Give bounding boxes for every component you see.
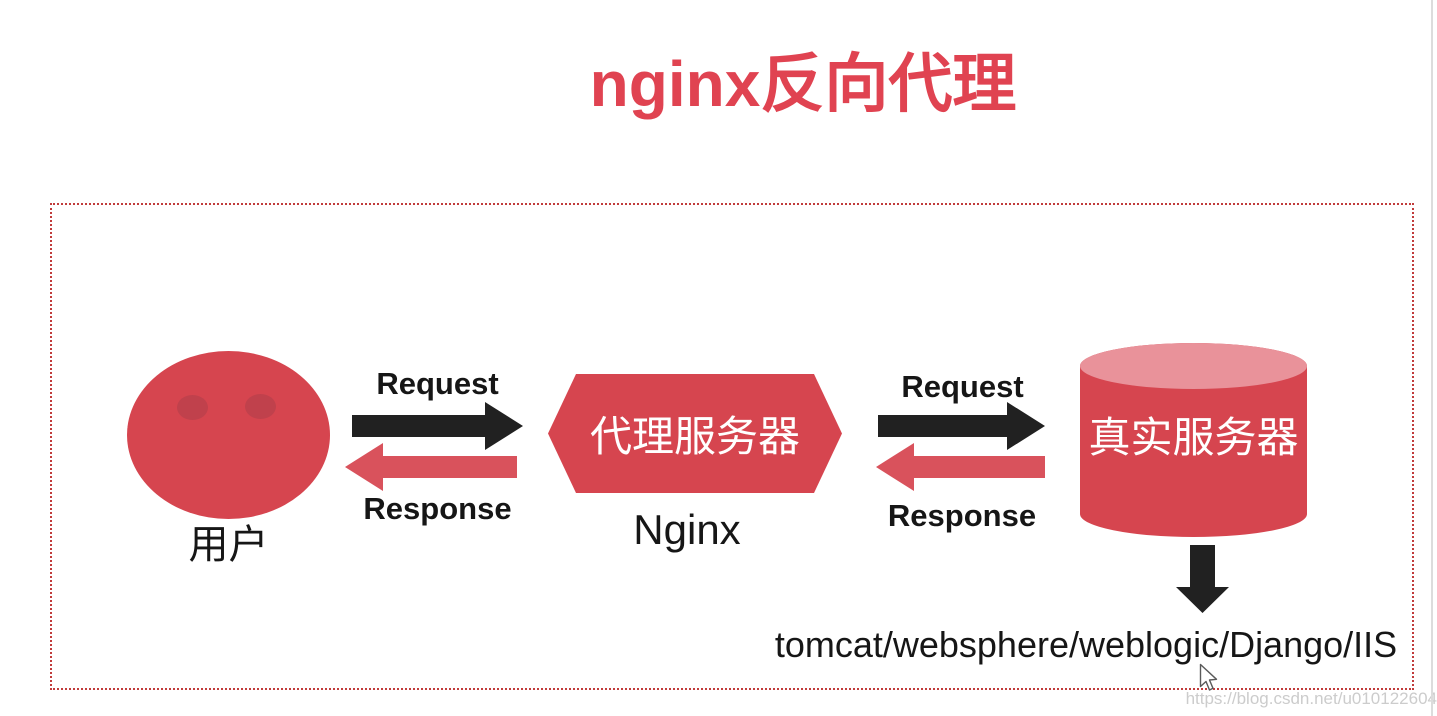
proxy-request-arrow-icon [878, 402, 1045, 450]
page-title: nginx反向代理 [589, 48, 1017, 120]
proxy-request-label: Request [901, 369, 1024, 404]
client-response-arrow-icon [345, 443, 517, 491]
client-response-label: Response [363, 491, 512, 526]
watermark-url: https://blog.csdn.net/u010122604 [1185, 689, 1437, 708]
proxy-response-arrow-icon [876, 443, 1045, 491]
client-request-arrow-icon [352, 402, 523, 450]
user-eye-left-icon [177, 395, 208, 420]
client-request-label: Request [376, 366, 499, 401]
real-server-cylinder-shape [1080, 343, 1307, 537]
user-face-shape [127, 351, 330, 519]
page-edge-divider [1431, 0, 1433, 716]
mouse-cursor-icon [1199, 663, 1218, 697]
backends-label: tomcat/websphere/weblogic/Django/IIS [774, 624, 1398, 665]
proxy-server-label: 代理服务器 [589, 413, 800, 460]
nginx-caption: Nginx [633, 506, 741, 553]
user-eye-right-icon [245, 394, 276, 419]
proxy-response-label: Response [887, 498, 1037, 533]
diagram-frame [50, 203, 1414, 690]
down-arrow-icon [1176, 545, 1229, 613]
proxy-hexagon-shape [548, 374, 842, 493]
user-label: 用户 [188, 523, 269, 567]
real-server-label: 真实服务器 [1088, 414, 1299, 461]
